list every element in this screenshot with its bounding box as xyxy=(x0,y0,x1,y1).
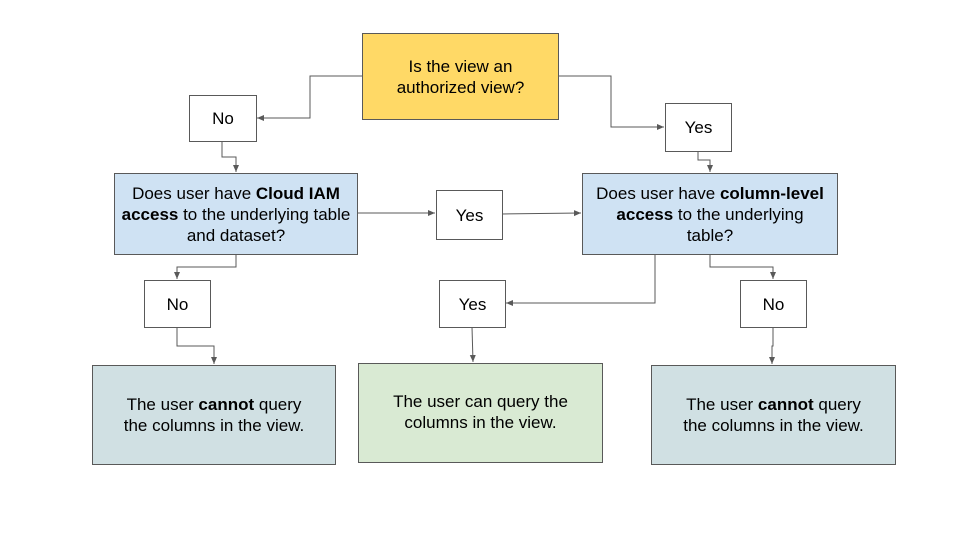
yes-text: Yes xyxy=(684,118,713,137)
text: to the underlying table? xyxy=(673,204,804,245)
edge-iam-to-no xyxy=(174,254,237,279)
bold-text: Cloud IAM access xyxy=(121,183,340,224)
edge-no-to-iam xyxy=(221,141,239,172)
edge-no-to-cannot-left xyxy=(176,327,217,364)
yes-label: Yes xyxy=(436,190,503,240)
edge-yes-to-column xyxy=(697,151,713,172)
node-text: Is the view an authorized view? xyxy=(393,56,528,98)
no-label: No xyxy=(189,95,257,142)
edge-authorized-to-yes xyxy=(558,75,664,130)
edge-column-to-no xyxy=(709,254,776,279)
yes-text: Yes xyxy=(458,294,487,314)
cloud-iam-access-question: Does user have Cloud IAM access to the u… xyxy=(114,173,358,255)
column-level-access-question: Does user have column-level access to th… xyxy=(582,173,838,255)
authorized-view-question: Is the view an authorized view? xyxy=(362,33,559,120)
bold-text: cannot xyxy=(757,395,814,414)
node-text: The user can query the columns in the vi… xyxy=(379,391,582,433)
no-text: No xyxy=(762,294,785,314)
text: to the underlying table and dataset? xyxy=(178,204,351,245)
edge-column-to-yes xyxy=(506,254,656,306)
no-text: No xyxy=(212,109,234,128)
node-text: The user cannot query the columns in the… xyxy=(113,394,315,436)
text: Is the view an authorized view? xyxy=(396,56,525,97)
no-label: No xyxy=(144,280,211,328)
result-can-query: The user can query the columns in the vi… xyxy=(358,363,603,463)
text: The user xyxy=(686,395,758,414)
node-text: The user cannot query the columns in the… xyxy=(672,394,875,436)
text: Does user have xyxy=(596,183,720,203)
text: Does user have xyxy=(132,183,256,203)
bold-text: cannot xyxy=(198,395,255,414)
result-cannot-query-right: The user cannot query the columns in the… xyxy=(651,365,896,465)
text: The user xyxy=(126,395,199,414)
edge-yes-to-can xyxy=(469,326,476,363)
no-text: No xyxy=(166,294,189,314)
result-cannot-query-left: The user cannot query the columns in the… xyxy=(92,365,336,465)
yes-label: Yes xyxy=(439,280,506,328)
node-text: Does user have Cloud IAM access to the u… xyxy=(119,183,353,246)
text: query the columns in the view. xyxy=(683,395,864,435)
no-label: No xyxy=(740,280,807,328)
yes-label: Yes xyxy=(665,103,732,152)
edge-authorized-to-no xyxy=(257,75,362,121)
bold-text: column-level access xyxy=(616,183,824,224)
edge-yes-to-column-access xyxy=(501,210,582,217)
node-text: Does user have column-level access to th… xyxy=(591,183,829,246)
edge-no-to-cannot-right xyxy=(769,327,775,364)
text: query the columns in the view. xyxy=(123,395,305,435)
text: The user can query the columns in the vi… xyxy=(393,392,568,432)
yes-text: Yes xyxy=(455,205,484,225)
